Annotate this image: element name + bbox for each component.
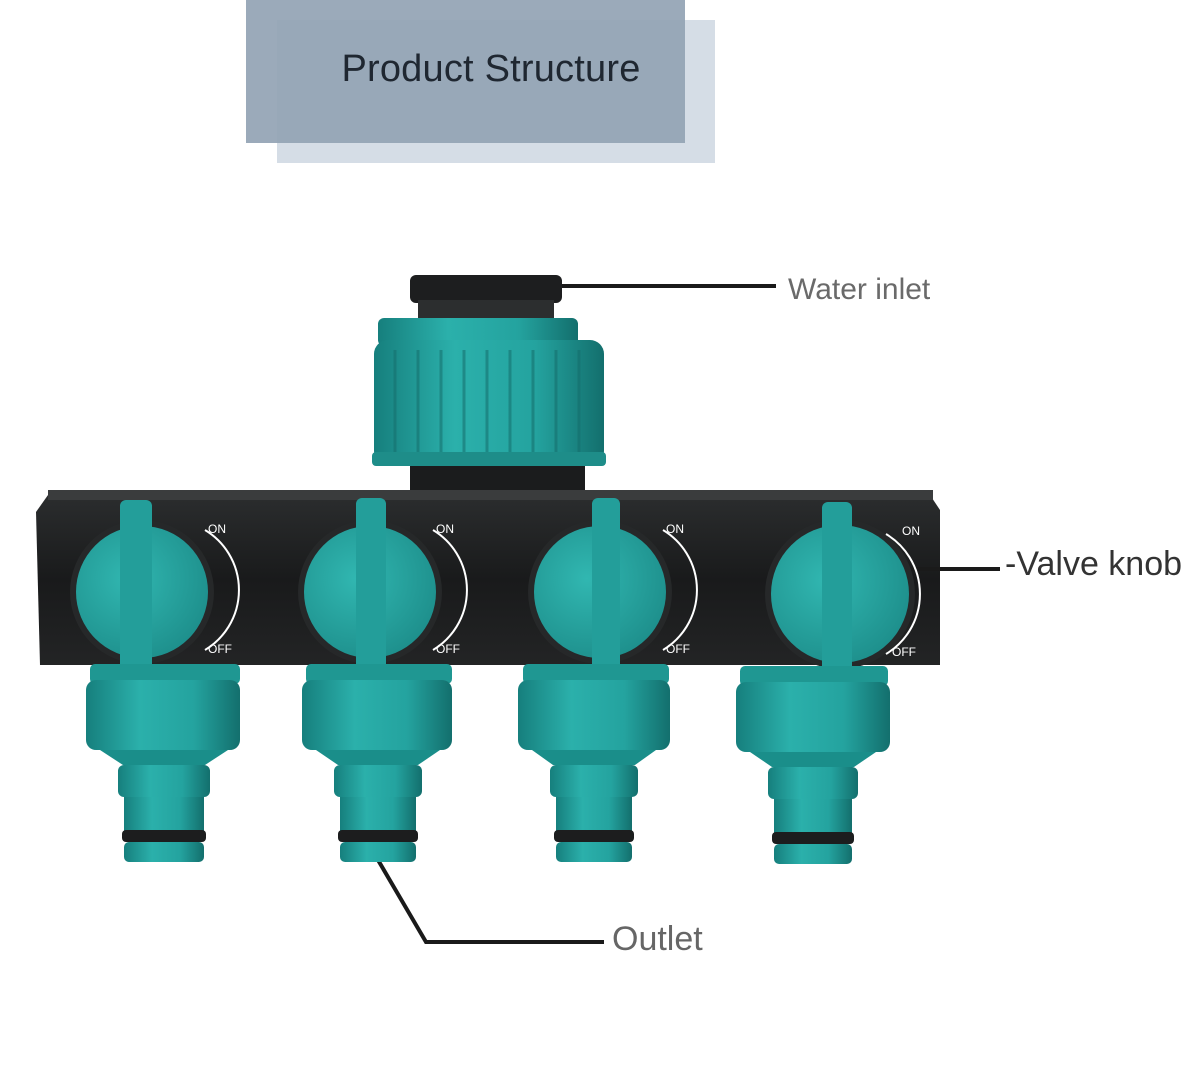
on-marker: ON [208,522,226,536]
off-marker: OFF [436,642,460,656]
valve-2: ON OFF [298,498,468,698]
valve-handle[interactable] [822,502,852,700]
valve-4: ON OFF [765,502,921,700]
page-title: Product Structure [341,48,641,90]
outlet-1 [86,664,240,862]
outlet-label: Outlet [612,920,703,958]
water-inlet-connector [372,275,606,510]
off-marker: OFF [208,642,232,656]
off-marker: OFF [666,642,690,656]
on-marker: ON [436,522,454,536]
valve-handle[interactable] [592,498,620,698]
splitter-body [36,490,940,665]
valve-handle[interactable] [120,500,152,695]
outlet-leader-line [376,858,604,944]
valve-3: ON OFF [528,498,698,698]
outlet-4 [736,666,890,864]
outlet-3 [518,664,670,862]
valve-1: ON OFF [70,500,240,695]
on-marker: ON [902,524,920,538]
valve-handle[interactable] [356,498,386,698]
valve-knob-label: -Valve knob [1005,545,1183,583]
header-panel [246,0,685,143]
on-marker: ON [666,522,684,536]
off-marker: OFF [892,645,916,659]
outlet-2 [302,664,452,862]
water-inlet-label: Water inlet [788,273,931,306]
